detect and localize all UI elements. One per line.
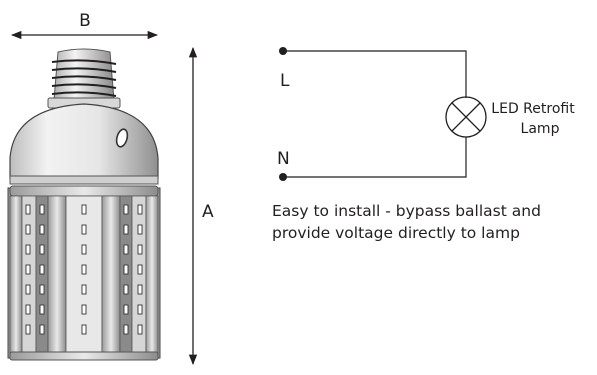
neutral-label: N (277, 149, 290, 169)
lamp-symbol (445, 96, 487, 138)
led-fin-array (7, 185, 161, 361)
led-chips (25, 204, 143, 335)
height-dimension: A (188, 46, 214, 366)
lamp-label-line1: LED Retrofit (491, 101, 575, 117)
lamp-label-line2: Lamp (521, 121, 560, 137)
install-caption: Easy to install - bypass ballast and pro… (272, 202, 541, 242)
live-label: L (280, 71, 290, 91)
height-label: A (202, 202, 214, 222)
neutral-wire (283, 137, 467, 178)
caption-line1: Easy to install - bypass ballast and (272, 202, 541, 220)
dome-housing (9, 103, 159, 185)
caption-line2: provide voltage directly to lamp (272, 224, 520, 242)
live-terminal (279, 47, 287, 55)
led-corn-lamp-illustration (7, 48, 161, 361)
neutral-terminal (279, 173, 287, 181)
wiring-diagram: L N LED Retrofit Lamp (277, 47, 575, 181)
width-label: B (79, 11, 91, 31)
vent-hole (115, 128, 129, 148)
screw-base (47, 48, 121, 109)
width-dimension: B (10, 11, 159, 40)
live-wire (283, 50, 467, 98)
